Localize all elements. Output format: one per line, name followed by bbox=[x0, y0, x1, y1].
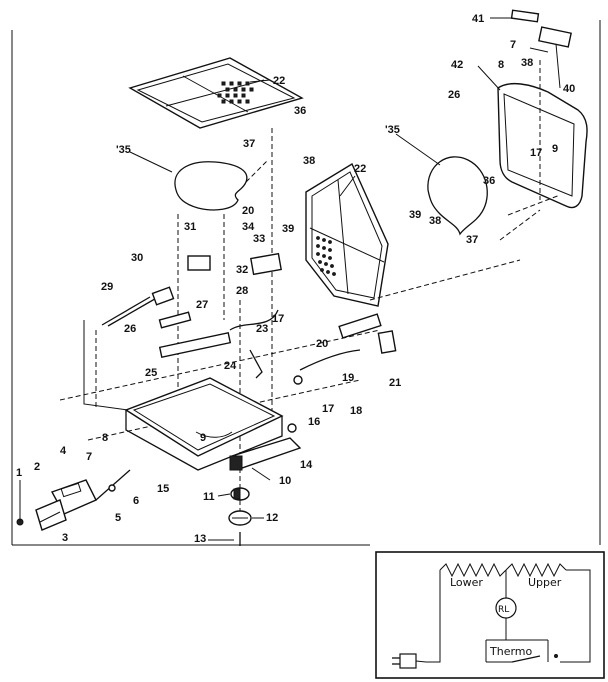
callout-1: 1 bbox=[16, 467, 22, 479]
left-heating-coil bbox=[174, 159, 269, 211]
callout-5: 5 bbox=[115, 512, 121, 524]
callout-38a: 38 bbox=[303, 155, 315, 167]
wiring-schematic: Lower Upper RL Thermo bbox=[375, 551, 605, 679]
callout-20b: 20 bbox=[242, 205, 254, 217]
leader-lines bbox=[19, 17, 561, 541]
callout-35a: '35 bbox=[116, 144, 131, 156]
internal-parts bbox=[107, 252, 397, 433]
callout-4: 4 bbox=[60, 445, 67, 457]
callout-23: 23 bbox=[256, 323, 268, 335]
callout-38c: 38 bbox=[521, 57, 533, 69]
callout-37a: 37 bbox=[243, 138, 255, 150]
callout-31: 31 bbox=[184, 221, 196, 233]
callout-10: 10 bbox=[279, 475, 291, 487]
control-switch-assembly bbox=[16, 469, 131, 531]
callout-17b: 17 bbox=[272, 313, 284, 325]
callout-26b: 26 bbox=[448, 89, 460, 101]
right-heating-coil bbox=[427, 156, 488, 236]
callout-29: 29 bbox=[101, 281, 113, 293]
callout-2: 2 bbox=[34, 461, 40, 473]
callout-labels: 1 2 3 4 5 6 7 8 9 10 11 12 13 14 15 16 1… bbox=[16, 13, 575, 545]
callout-30: 30 bbox=[131, 252, 143, 264]
callout-37b: 37 bbox=[466, 234, 478, 246]
callout-33: 33 bbox=[253, 233, 265, 245]
callout-19: 19 bbox=[342, 372, 354, 384]
callout-16: 16 bbox=[308, 416, 320, 428]
callout-8a: 8 bbox=[102, 432, 108, 444]
callout-27: 27 bbox=[196, 299, 208, 311]
front-grille-panel bbox=[305, 162, 389, 307]
callout-32: 32 bbox=[236, 264, 248, 276]
callout-25: 25 bbox=[145, 367, 157, 379]
callout-9a: 9 bbox=[200, 432, 206, 444]
callout-18: 18 bbox=[350, 405, 362, 417]
callout-7b: 7 bbox=[510, 39, 516, 51]
callout-20a: 20 bbox=[316, 338, 328, 350]
callout-22a: 22 bbox=[273, 75, 285, 87]
callout-11: 11 bbox=[203, 491, 215, 503]
callout-28: 28 bbox=[236, 285, 248, 297]
callout-6: 6 bbox=[133, 495, 139, 507]
callout-38b: 38 bbox=[429, 215, 441, 227]
assembly-lines bbox=[59, 60, 561, 520]
callout-39b: 39 bbox=[409, 209, 421, 221]
callout-3: 3 bbox=[62, 532, 68, 544]
callout-17a: 17 bbox=[322, 403, 334, 415]
callout-24: 24 bbox=[224, 360, 237, 372]
base-foot bbox=[229, 437, 302, 471]
callout-41: 41 bbox=[472, 13, 484, 25]
motor-symbol bbox=[495, 597, 517, 619]
callout-8b: 8 bbox=[498, 59, 504, 71]
callout-12: 12 bbox=[266, 512, 278, 524]
callout-34: 34 bbox=[242, 221, 255, 233]
label-thermo: Thermo bbox=[489, 645, 533, 658]
callout-22b: 22 bbox=[354, 163, 366, 175]
knob-parts bbox=[228, 487, 252, 546]
page-frame bbox=[11, 20, 601, 546]
power-plug-icon bbox=[392, 653, 427, 669]
callout-17c: 17 bbox=[530, 147, 542, 159]
callout-7a: 7 bbox=[86, 451, 92, 463]
rear-housing bbox=[497, 9, 588, 209]
callout-13: 13 bbox=[194, 533, 206, 545]
callout-35b: '35 bbox=[385, 124, 400, 136]
top-grille-panel bbox=[128, 57, 304, 129]
callout-21: 21 bbox=[389, 377, 401, 389]
upper-element-symbol bbox=[505, 562, 567, 578]
callout-14: 14 bbox=[300, 459, 313, 471]
label-lower: Lower bbox=[450, 576, 483, 589]
label-upper: Upper bbox=[528, 576, 562, 589]
label-motor: RL bbox=[498, 605, 509, 615]
base-tray bbox=[124, 377, 284, 471]
callout-9b: 9 bbox=[552, 143, 558, 155]
callout-36b: 36 bbox=[483, 175, 495, 187]
cord-assembly bbox=[83, 296, 151, 411]
callout-39a: 39 bbox=[282, 223, 294, 235]
callout-15: 15 bbox=[157, 483, 169, 495]
callout-36a: 36 bbox=[294, 105, 306, 117]
callout-42: 42 bbox=[451, 59, 463, 71]
lower-element-symbol bbox=[439, 562, 507, 578]
callout-40: 40 bbox=[563, 83, 575, 95]
callout-26a: 26 bbox=[124, 323, 136, 335]
